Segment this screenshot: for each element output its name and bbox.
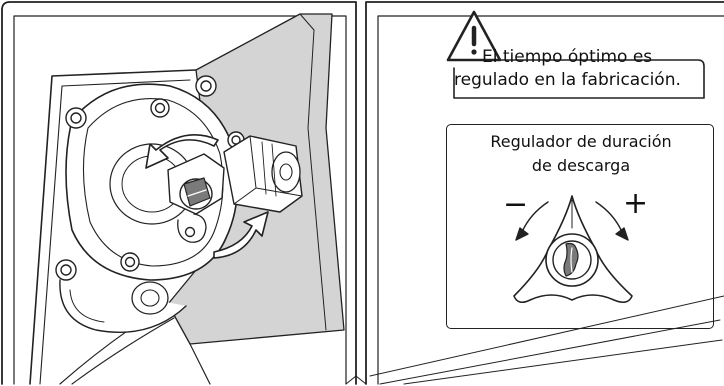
- regulator-knob-icon: [513, 195, 633, 304]
- rotation-arrows: [145, 134, 269, 259]
- regulator-title-line-1: Regulador de duración: [490, 132, 672, 151]
- increase-symbol: +: [623, 186, 649, 221]
- bolts: [55, 75, 245, 281]
- warning-triangle-icon: [446, 10, 502, 62]
- warning-bracket: [453, 59, 705, 99]
- hex-fitting: [223, 135, 303, 213]
- regulator-title-line-2: de descarga: [531, 156, 631, 175]
- adjustment-screw: [167, 153, 225, 243]
- knob-turn-arrows: [515, 201, 629, 241]
- warning-text-line-1: El tiempo óptimo es: [482, 47, 653, 67]
- sheet-metal: [29, 69, 211, 385]
- decrease-symbol: −: [503, 187, 529, 222]
- warning-note: El tiempo óptimo es regulado en la fabri…: [452, 44, 702, 96]
- regulator-panel: Regulador de duración de descarga − +: [446, 124, 714, 329]
- warning-text-line-2: regulado en la fabricación.: [454, 70, 681, 90]
